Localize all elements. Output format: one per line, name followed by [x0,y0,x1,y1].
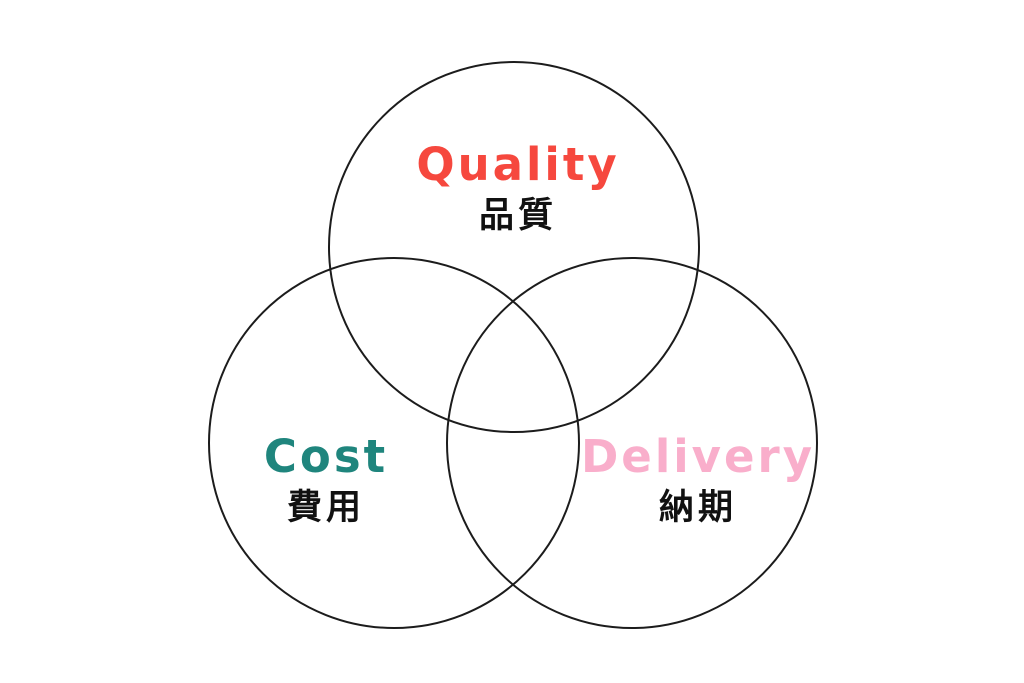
quality-label-en: Quality [416,138,620,191]
cost-label-group: Cost 費用 [264,434,388,526]
cost-label-ja: 費用 [286,488,365,528]
cost-label-en: Cost [263,430,389,483]
quality-circle [328,61,700,433]
quality-label-group: Quality 品質 [416,142,619,234]
cost-circle [208,257,580,629]
quality-label-ja: 品質 [478,196,558,236]
delivery-label-en: Delivery [580,430,816,483]
delivery-label-ja: 納期 [658,488,738,528]
delivery-label-group: Delivery 納期 [581,434,815,526]
delivery-circle [446,257,818,629]
